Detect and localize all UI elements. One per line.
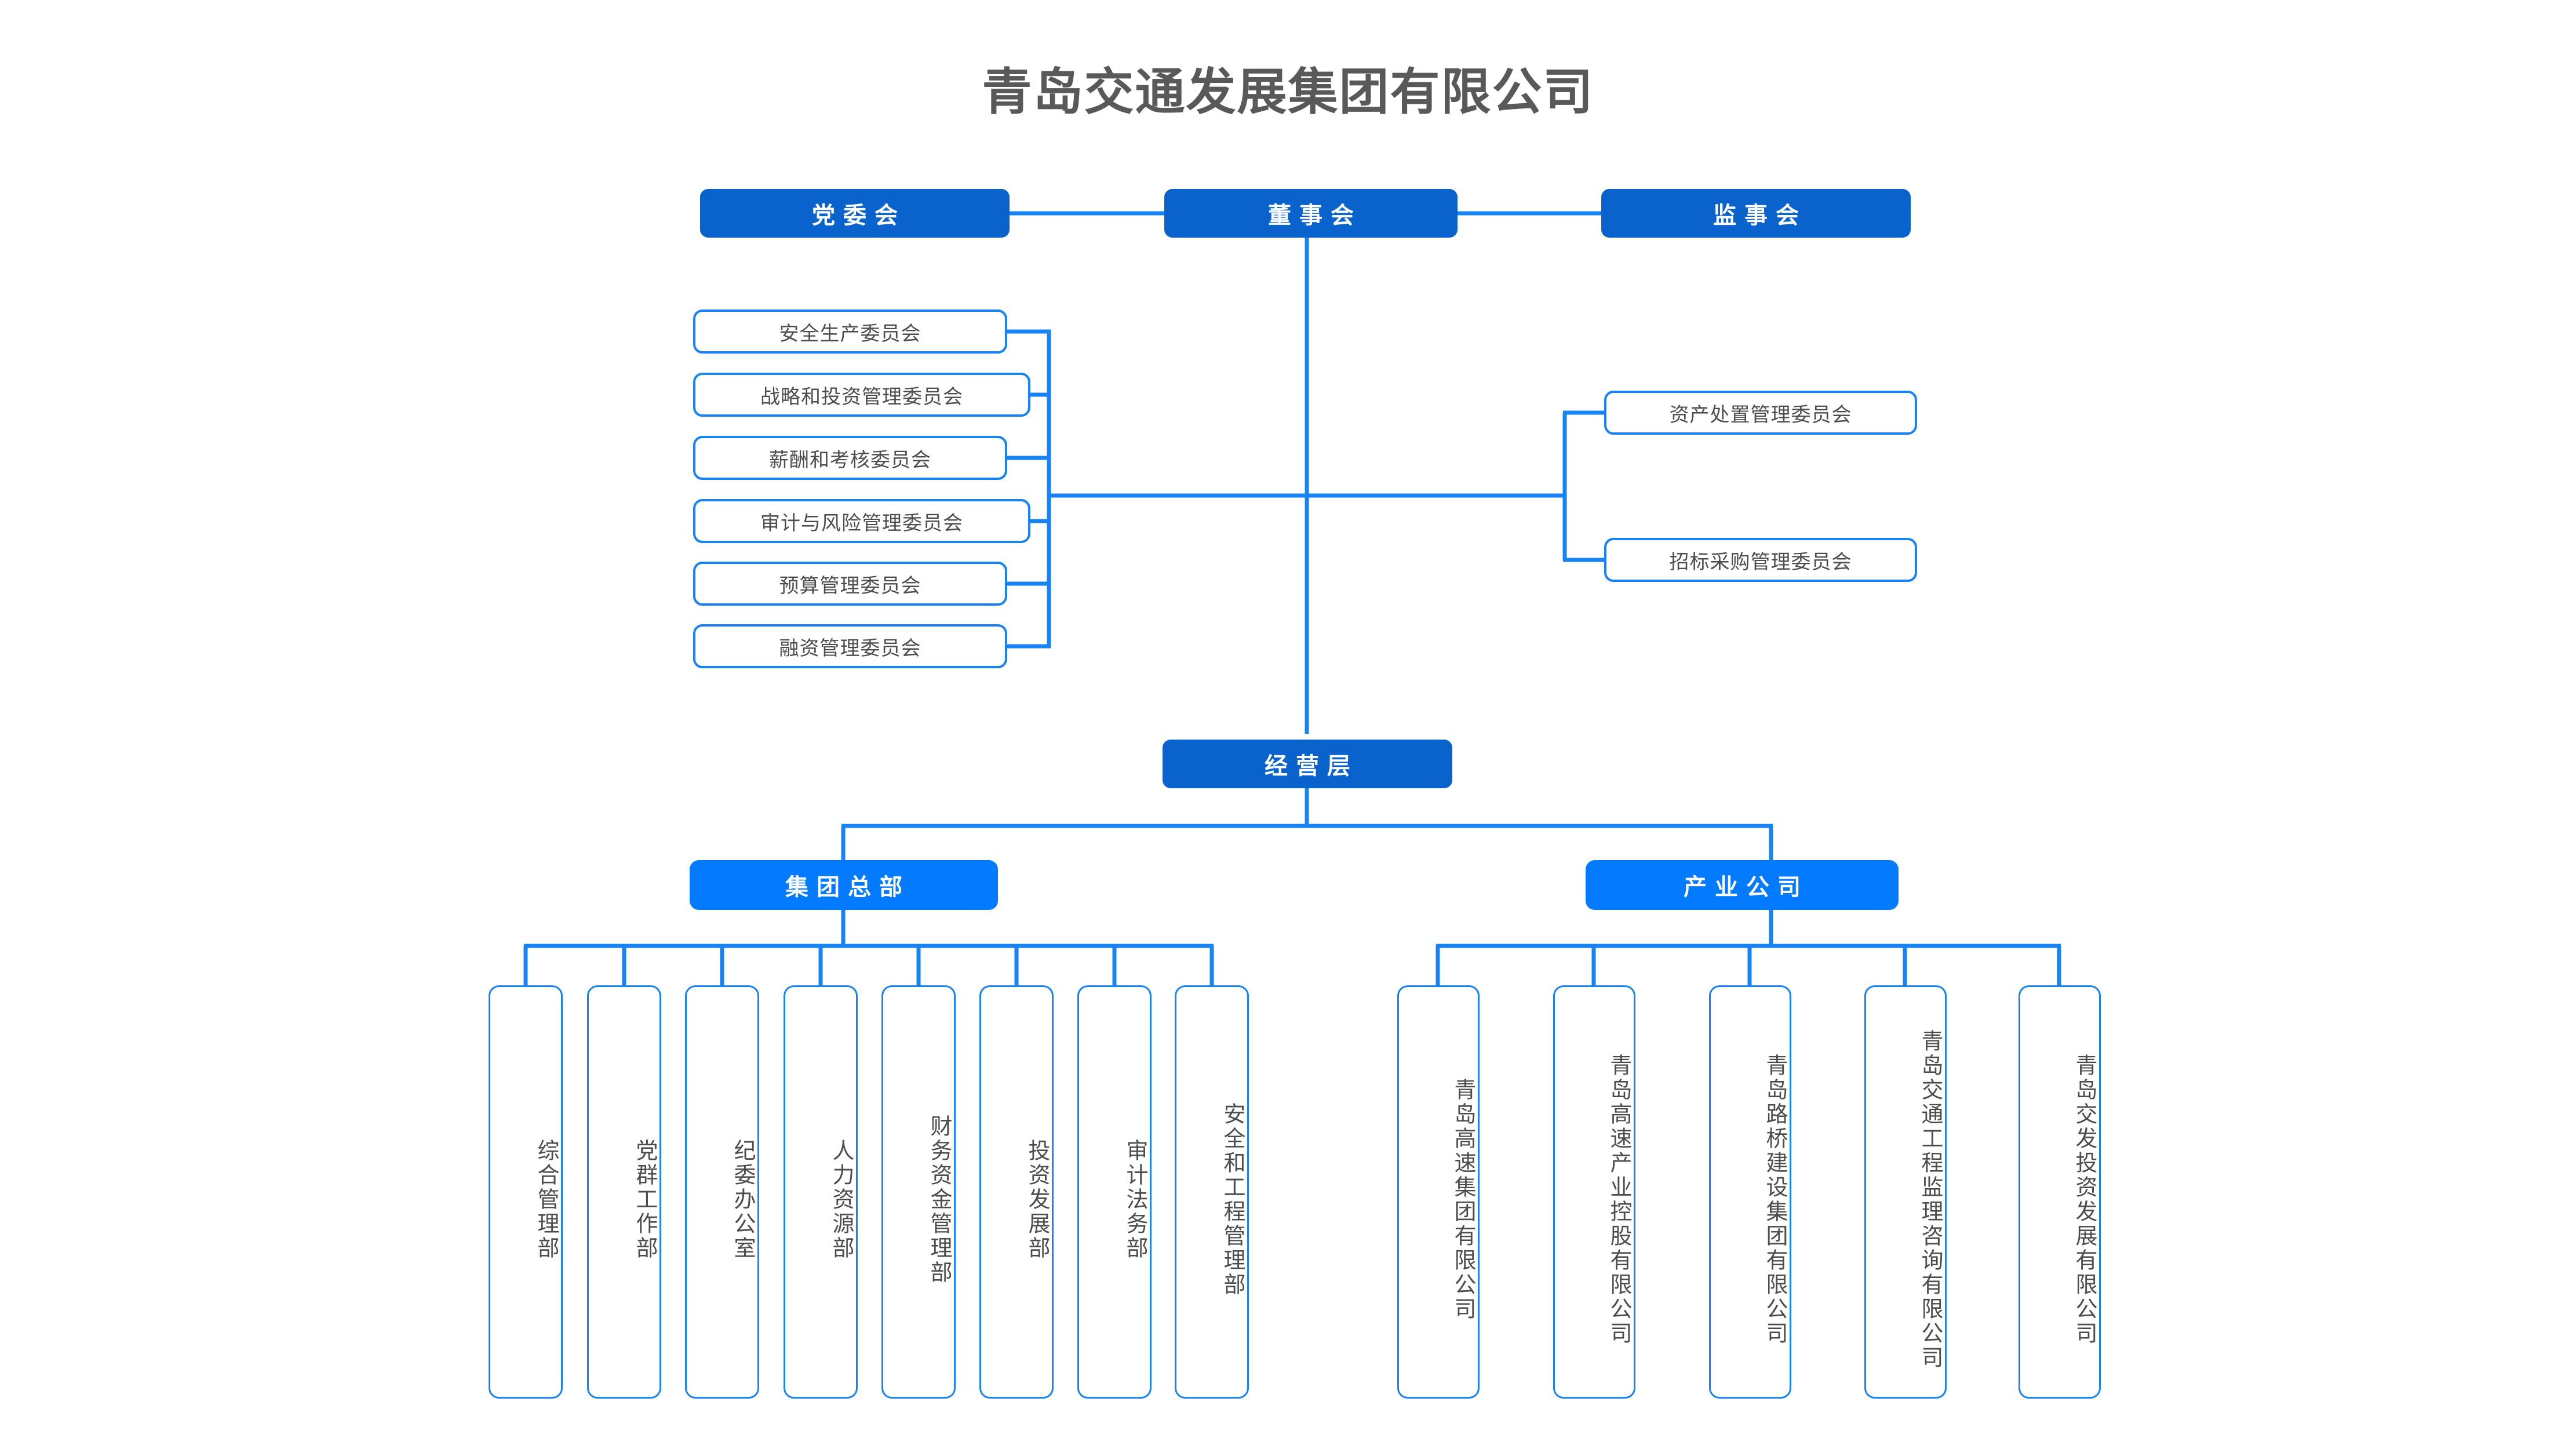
node-label: 经营层 bbox=[1265, 753, 1358, 779]
node-group-headquarters[interactable]: 集团总部 bbox=[690, 860, 998, 910]
node-label: 董事会 bbox=[1268, 203, 1362, 228]
node-label: 监事会 bbox=[1713, 203, 1807, 228]
node-board-of-directors[interactable]: 董事会 bbox=[1164, 189, 1458, 238]
node-budget-management-committee[interactable]: 预算管理委员会 bbox=[693, 562, 1007, 606]
node-audit-legal-dept[interactable]: 审计法务部 bbox=[1077, 985, 1152, 1399]
page-title: 青岛交通发展集团有限公司 bbox=[982, 64, 1594, 120]
node-general-management-dept[interactable]: 综合管理部 bbox=[489, 985, 563, 1399]
node-qingdao-road-bridge-construction-group[interactable]: 青岛路桥建设集团 有限公司 bbox=[1709, 985, 1791, 1399]
node-label: 审计法务部 bbox=[1123, 1138, 1147, 1261]
node-qingdao-jiaofa-investment-development[interactable]: 青岛交发投资发展 有限公司 bbox=[2018, 985, 2101, 1399]
node-tender-procurement-committee[interactable]: 招标采购管理委员会 bbox=[1604, 538, 1917, 582]
node-label: 投资发展部 bbox=[1025, 1138, 1049, 1261]
node-management-level[interactable]: 经营层 bbox=[1163, 740, 1452, 788]
node-label-primary: 青岛交通工程监理咨询 bbox=[1918, 1029, 1942, 1273]
node-label: 党委会 bbox=[812, 203, 906, 228]
node-discipline-inspection-office[interactable]: 纪委办公室 bbox=[685, 985, 759, 1399]
node-label: 党群工作部 bbox=[632, 1138, 657, 1261]
node-financing-management-committee[interactable]: 融资管理委员会 bbox=[693, 624, 1007, 668]
node-board-of-supervisors[interactable]: 监事会 bbox=[1601, 189, 1911, 238]
node-label: 审计与风险管理委员会 bbox=[760, 512, 963, 534]
node-label: 财务资金管理部 bbox=[927, 1114, 951, 1285]
node-label: 招标采购管理委员会 bbox=[1669, 551, 1852, 573]
node-label-primary: 青岛高速产业控股 bbox=[1606, 1053, 1631, 1248]
node-label: 安全生产委员会 bbox=[779, 322, 921, 345]
node-label-suffix: 有限公司 bbox=[1762, 1248, 1787, 1346]
node-label-primary: 青岛交发投资发展 bbox=[2072, 1053, 2096, 1248]
node-safety-engineering-management-dept[interactable]: 安全和工程管理部 bbox=[1175, 985, 1249, 1399]
node-strategy-investment-committee[interactable]: 战略和投资管理委员会 bbox=[693, 373, 1030, 417]
node-label-suffix: 有限公司 bbox=[1606, 1248, 1631, 1346]
node-remuneration-appraisal-committee[interactable]: 薪酬和考核委员会 bbox=[693, 436, 1007, 480]
node-investment-development-dept[interactable]: 投资发展部 bbox=[979, 985, 1054, 1399]
node-label-suffix: 有限公司 bbox=[2072, 1248, 2096, 1346]
node-label: 集团总部 bbox=[785, 875, 910, 900]
node-qingdao-transport-engineering-supervision[interactable]: 青岛交通工程监理咨询 有限公司 bbox=[1864, 985, 1947, 1399]
node-label: 战略和投资管理委员会 bbox=[760, 385, 963, 408]
node-label: 薪酬和考核委员会 bbox=[769, 449, 931, 471]
node-label: 资产处置管理委员会 bbox=[1669, 403, 1852, 426]
node-label: 预算管理委员会 bbox=[779, 574, 921, 597]
node-industry-companies[interactable]: 产业公司 bbox=[1586, 860, 1899, 910]
node-qingdao-expressway-industrial-holding[interactable]: 青岛高速产业控股 有限公司 bbox=[1553, 985, 1635, 1399]
node-label: 纪委办公室 bbox=[730, 1138, 755, 1261]
node-party-mass-work-dept[interactable]: 党群工作部 bbox=[587, 985, 661, 1399]
node-label-suffix: 有限公司 bbox=[1918, 1272, 1942, 1370]
node-label: 产业公司 bbox=[1684, 875, 1809, 900]
node-finance-funds-management-dept[interactable]: 财务资金管理部 bbox=[881, 985, 956, 1399]
node-label-primary: 青岛高速集团 bbox=[1451, 1077, 1475, 1224]
node-party-committee[interactable]: 党委会 bbox=[700, 189, 1010, 238]
node-safety-production-committee[interactable]: 安全生产委员会 bbox=[693, 310, 1007, 354]
node-audit-risk-committee[interactable]: 审计与风险管理委员会 bbox=[693, 499, 1030, 543]
node-label: 融资管理委员会 bbox=[779, 637, 921, 660]
node-label: 综合管理部 bbox=[534, 1138, 558, 1261]
node-label: 人力资源部 bbox=[829, 1138, 853, 1261]
node-human-resources-dept[interactable]: 人力资源部 bbox=[784, 985, 858, 1399]
node-label: 安全和工程管理部 bbox=[1220, 1102, 1244, 1297]
node-label-primary: 青岛路桥建设集团 bbox=[1762, 1053, 1787, 1248]
node-asset-disposal-committee[interactable]: 资产处置管理委员会 bbox=[1604, 391, 1917, 435]
node-label-suffix: 有限公司 bbox=[1451, 1224, 1475, 1321]
node-qingdao-expressway-group[interactable]: 青岛高速集团 有限公司 bbox=[1397, 985, 1480, 1399]
